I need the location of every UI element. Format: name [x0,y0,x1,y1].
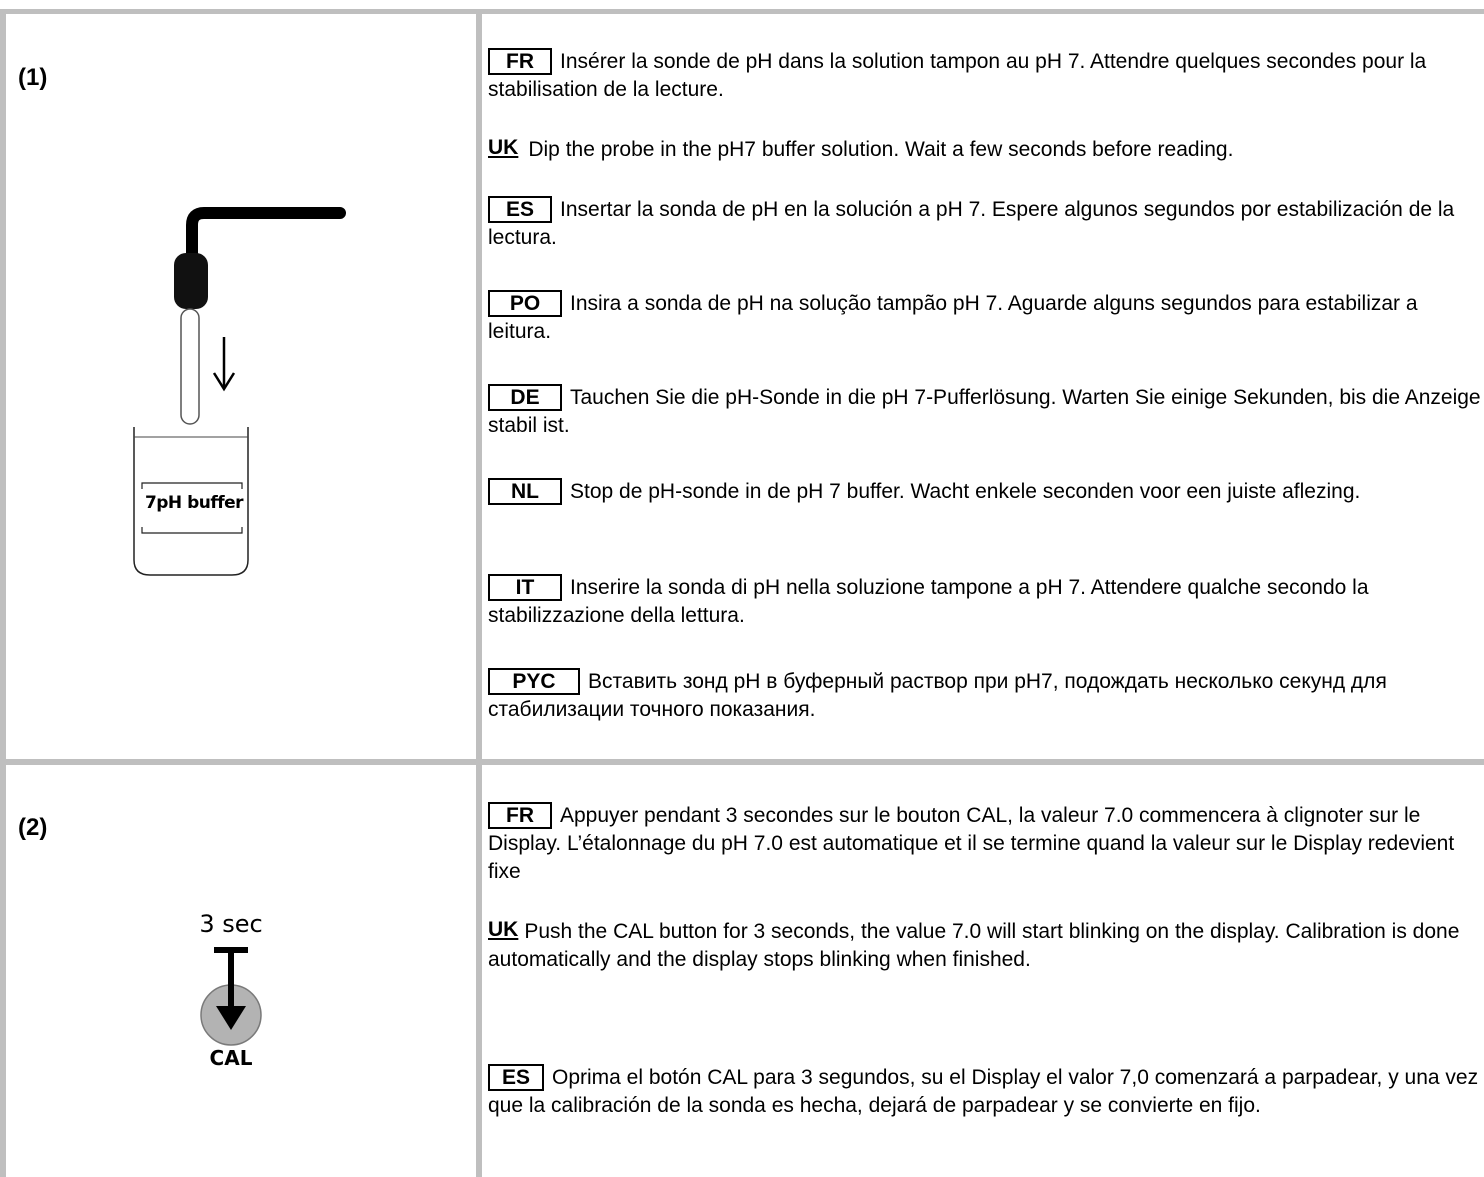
table-border-left [0,9,6,1177]
lang-tag-pyc: PYC [488,668,580,695]
step-number-1: (1) [18,64,48,91]
paragraph-text: Dip the probe in the pH7 buffer solution… [528,138,1234,161]
cal-button-label: CAL [209,1046,253,1070]
table-column-divider [476,9,482,1177]
paragraph-text: Push the CAL button for 3 seconds, the v… [488,920,1460,971]
lang-tag-es: ES [488,196,552,223]
lang-tag-fr: FR [488,802,552,829]
duration-label: 3 sec [199,910,263,938]
lang-tag-po: PO [488,290,562,317]
paragraph-text: Вставить зонд pH в буферный раствор при … [488,670,1387,721]
paragraph-text: Oprima el botón CAL para 3 segundos, su … [488,1066,1479,1117]
lang-tag-uk: UK [488,136,519,159]
paragraph-text: Inserire la sonda di pH nella soluzione … [488,576,1369,627]
lang-tag-es: ES [488,1064,544,1091]
lang-tag-nl: NL [488,478,562,505]
buffer-label: 7pH buffer [144,493,244,513]
lang-tag-de: DE [488,384,562,411]
table-row-divider [0,759,1484,765]
cal-button-press-icon [200,947,262,1046]
paragraph-text: Insira a sonda de pH na solução tampão p… [488,292,1418,343]
table-border-top [0,9,1484,14]
step-number-2: (2) [18,814,48,841]
paragraph-text: Appuyer pendant 3 secondes sur le bouton… [488,804,1455,883]
lang-tag-it: IT [488,574,562,601]
paragraph-text: Stop de pH-sonde in de pH 7 buffer. Wach… [570,480,1361,503]
ph-probe-in-buffer-icon [133,207,346,576]
paragraph-text: Tauchen Sie die pH-Sonde in die pH 7-Puf… [488,386,1481,437]
lang-tag-uk: UK [488,918,519,941]
paragraph-text: Insérer la sonde de pH dans la solution … [488,50,1427,101]
paragraph-uk: UK Dip the probe in the pH7 buffer soluti… [488,136,1482,164]
paragraph-text: Insertar la sonda de pH en la solución a… [488,198,1455,249]
lang-tag-fr: FR [488,48,552,75]
paragraph-nl: NL Stop de pH-sonde in de pH 7 buffer. Wa… [488,478,1482,506]
